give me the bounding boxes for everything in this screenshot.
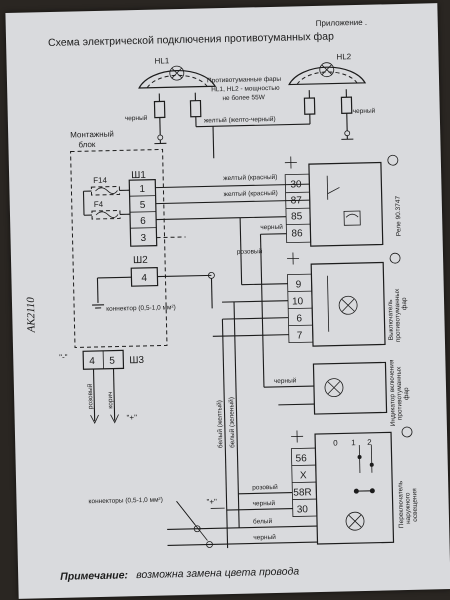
fog-lamp-hl2 bbox=[288, 62, 367, 86]
indicator-lamp-icon bbox=[324, 378, 344, 398]
wire-white-bottom: белый bbox=[253, 517, 273, 525]
sh3-pin-4: 4 bbox=[89, 356, 95, 367]
wiring-diagram: Приложение . Схема электрической подключ… bbox=[25, 18, 419, 583]
wire-black-hl1: черный bbox=[125, 114, 148, 123]
relay-pin-86: 86 bbox=[291, 228, 303, 239]
indicator-label-2: противотуманных bbox=[396, 366, 404, 420]
sh3-plus-label: "+" bbox=[127, 413, 138, 422]
sh1-pin-6: 6 bbox=[140, 216, 146, 227]
connector-label: коннектор (0,5-1,0 мм²) bbox=[106, 304, 176, 313]
light-pin-56: 56 bbox=[295, 453, 307, 464]
fog-lamp-hl1 bbox=[138, 65, 217, 89]
position-2: 2 bbox=[367, 438, 372, 447]
connector-icon bbox=[206, 541, 213, 548]
lamps-caption-3: не более 55W bbox=[222, 93, 265, 102]
lamps-caption-1: Противотуманные фары bbox=[207, 76, 282, 85]
lamp-bulb-icon bbox=[319, 62, 335, 78]
switch-pin-6: 6 bbox=[296, 313, 302, 324]
wire-yellow-red-1: желтый (красный) bbox=[223, 173, 277, 182]
wire-black-relay: черный bbox=[260, 223, 283, 232]
switch-pin-7: 7 bbox=[297, 330, 303, 341]
light-pin-30: 30 bbox=[297, 504, 309, 515]
wire-brown-sh3: корич bbox=[107, 391, 114, 408]
lamp-bulb-icon bbox=[169, 65, 185, 81]
mounting-block-outline bbox=[70, 148, 168, 348]
light-pin-58r: 58R bbox=[293, 487, 312, 498]
connectors-label: коннекторы (0,5-1,0 мм²) bbox=[88, 497, 162, 506]
model-label: AK2110 bbox=[25, 297, 38, 334]
sh1-pin-1: 1 bbox=[139, 184, 145, 195]
light-switch-block bbox=[314, 431, 395, 545]
bottom-plus-label: "+" bbox=[206, 497, 217, 506]
switch-label-1: Выключатель bbox=[387, 299, 395, 341]
relay-pin-30: 30 bbox=[290, 179, 302, 190]
indicator-label-1: Индикатор включения bbox=[388, 359, 397, 426]
mount-block-title-2: блок bbox=[78, 140, 96, 149]
relay-pin-85: 85 bbox=[291, 211, 303, 222]
sh3-label: Ш3 bbox=[129, 355, 144, 366]
sh1-label: Ш1 bbox=[131, 170, 146, 181]
switch-label-3: фар bbox=[401, 297, 408, 310]
wire-pink-bottom: розовый bbox=[252, 483, 278, 492]
wire-black-hl2: черный bbox=[353, 107, 376, 116]
wire-yellow-red-2: желтый (красный) bbox=[223, 189, 277, 198]
mount-block-title-1: Монтажный bbox=[70, 130, 114, 140]
hl1-label: HL1 bbox=[154, 56, 169, 65]
light-switch-label-2: наружного bbox=[404, 492, 412, 524]
note-label: Примечание: bbox=[60, 569, 128, 583]
f14-label: F14 bbox=[93, 176, 108, 185]
light-switch-lamp-icon bbox=[345, 511, 365, 531]
wire-yellow-black: желтый (желто-черный) bbox=[204, 115, 276, 125]
sh1-pin-3: 3 bbox=[140, 233, 146, 244]
f4-label: F4 bbox=[94, 200, 104, 209]
position-1: 1 bbox=[351, 438, 356, 447]
sh1-connector bbox=[128, 179, 158, 247]
indicator-block bbox=[312, 361, 388, 415]
fuse-f4: F4 bbox=[91, 200, 121, 220]
sh3-minus-label: "-" bbox=[59, 353, 68, 362]
lamps-caption-2: HL1, HL2 - мощностью bbox=[211, 85, 280, 94]
switch-pin-9: 9 bbox=[296, 279, 302, 290]
connector-icon bbox=[193, 525, 201, 533]
wire-black-indicator: черный bbox=[274, 376, 297, 385]
indicator-label-3: фар bbox=[403, 387, 410, 400]
light-switch-label-1: Переключатель bbox=[397, 480, 405, 528]
sh3-pin-5: 5 bbox=[109, 356, 115, 367]
switch-pin-10: 10 bbox=[292, 296, 304, 307]
wire-black-bottom-2: черный bbox=[253, 533, 276, 542]
wire-white-yellow: белый (желтый) bbox=[215, 400, 224, 448]
fuse-f14: F14 bbox=[90, 176, 121, 196]
switch-label-2: противотуманных bbox=[394, 288, 402, 342]
light-switch-label-3: освещения bbox=[411, 488, 419, 522]
switch-lamp-icon bbox=[338, 295, 358, 315]
hl2-label: HL2 bbox=[336, 52, 351, 61]
relay-label: Реле 90.3747 bbox=[395, 195, 403, 236]
relay-block bbox=[308, 161, 384, 247]
fog-light-icon bbox=[389, 252, 401, 264]
fog-light-icon bbox=[387, 154, 399, 166]
fog-switch-block bbox=[310, 261, 386, 347]
wire-pink-sh3: розовый bbox=[86, 383, 95, 409]
sh1-pin-5: 5 bbox=[140, 200, 146, 211]
relay-pin-87: 87 bbox=[291, 195, 303, 206]
diagram-title: Схема электрической подключения противот… bbox=[48, 31, 334, 49]
wire-white-green: белый (зеленый) bbox=[227, 397, 236, 448]
sh2-label: Ш2 bbox=[133, 255, 148, 266]
light-pin-x: X bbox=[300, 470, 307, 481]
diagram-sheet: Приложение . Схема электрической подключ… bbox=[5, 3, 450, 599]
wire-black-bottom: черный bbox=[253, 499, 276, 508]
wire-pink: розовый bbox=[237, 247, 263, 256]
sh2-pin-4: 4 bbox=[141, 273, 147, 284]
note-text: возможна замена цвета провода bbox=[136, 565, 299, 581]
sun-light-icon bbox=[401, 426, 413, 438]
appendix-label: Приложение . bbox=[316, 18, 368, 28]
position-0: 0 bbox=[333, 439, 338, 448]
